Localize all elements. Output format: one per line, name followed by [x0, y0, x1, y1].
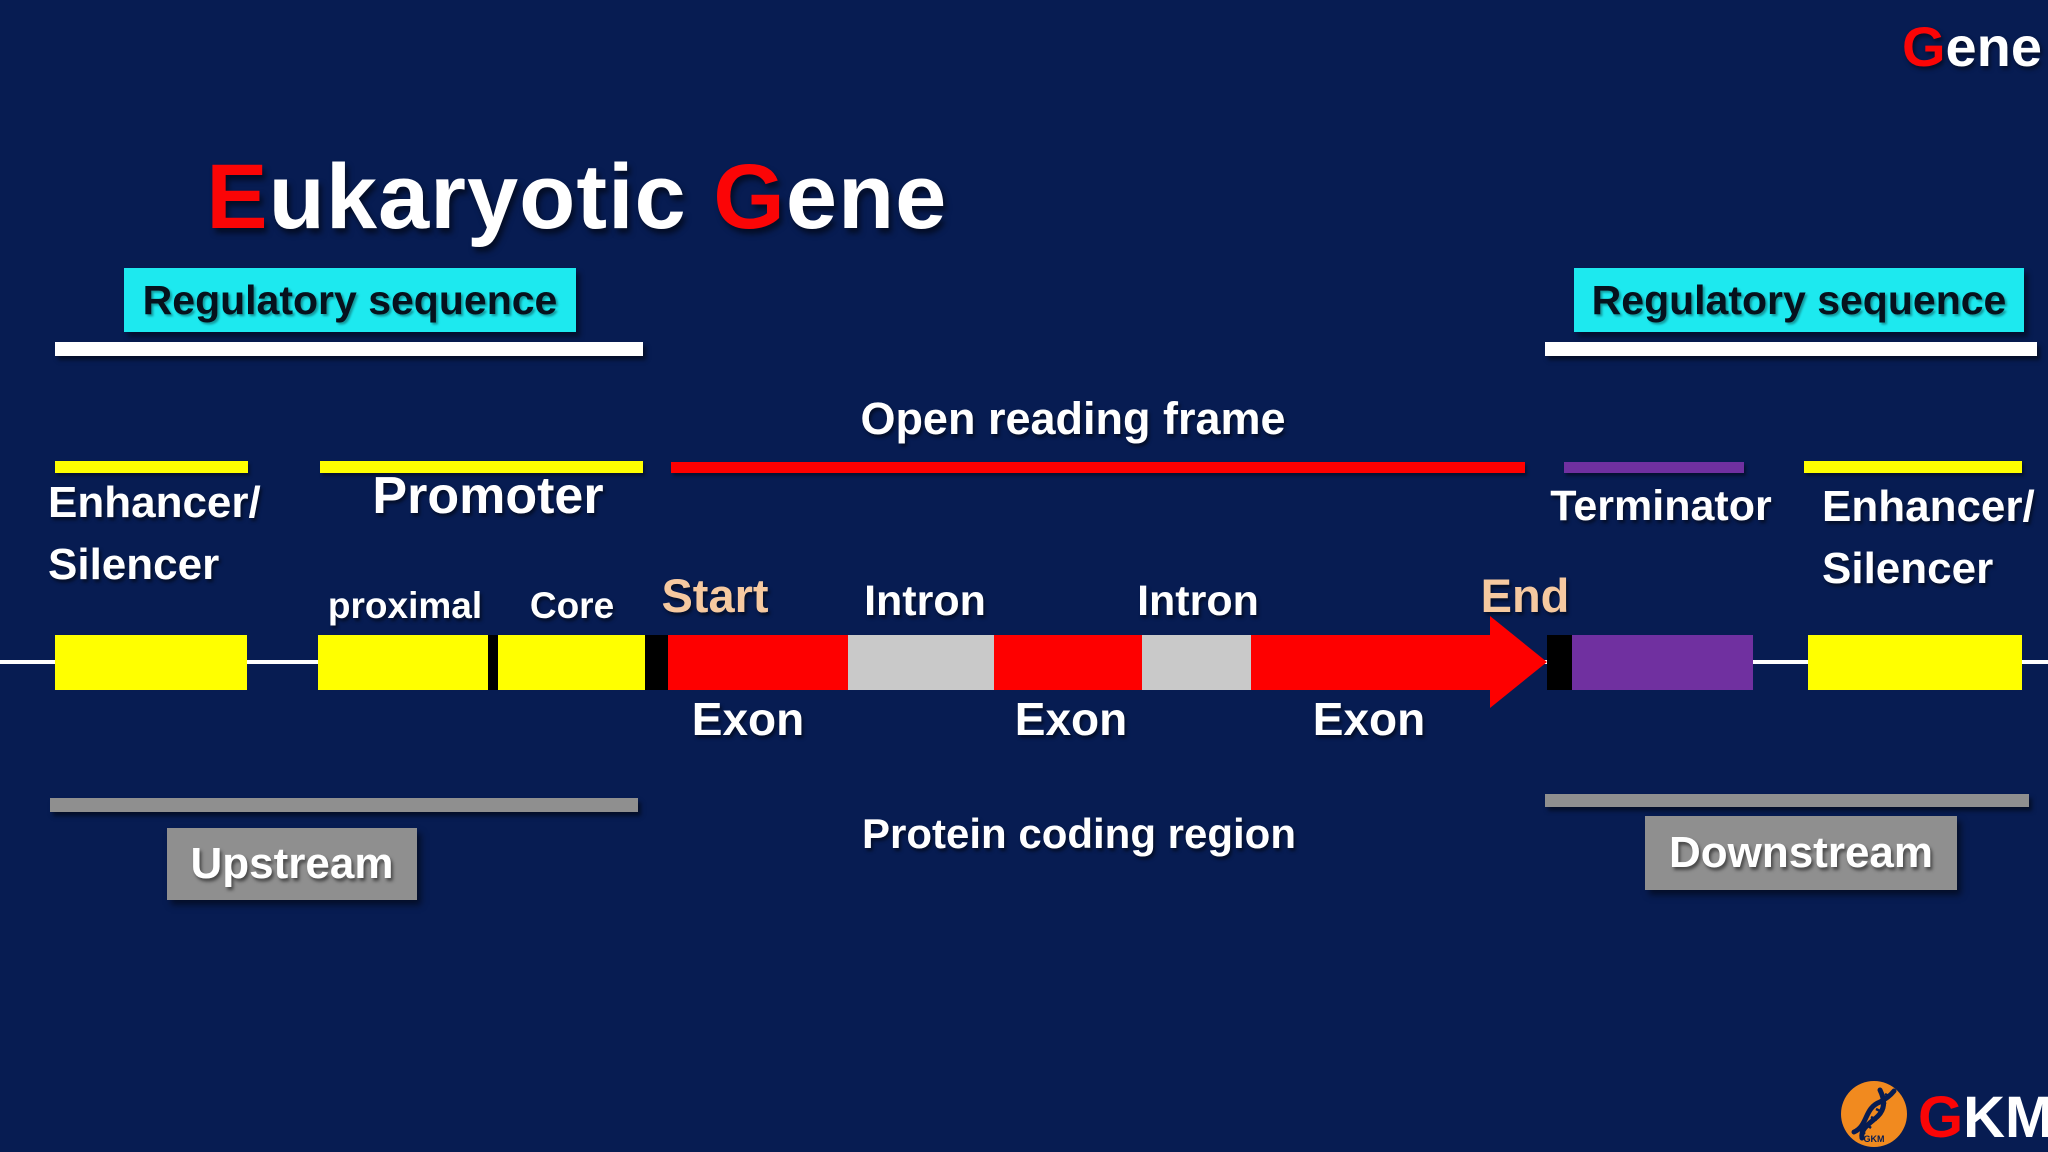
page-title: Eukaryotic Gene	[100, 40, 947, 355]
exon-2-box	[994, 635, 1142, 690]
gkm-logo-rest: KM	[1963, 1085, 2048, 1150]
terminator-overline	[1564, 462, 1744, 473]
corner-gene-accent: G	[1901, 15, 1946, 78]
upstream-underline	[50, 798, 638, 812]
enhancer-silencer-right-box	[1808, 635, 2022, 690]
regulatory-sequence-left-badge: Regulatory sequence	[124, 268, 576, 332]
regulatory-right-underline	[1545, 342, 2037, 356]
promoter-overline	[320, 461, 643, 473]
dna-logo-icon: GKM	[1841, 1081, 1907, 1147]
enhancer-silencer-right-label: Enhancer/ Silencer	[1822, 476, 2035, 601]
dna-logo-small-text: GKM	[1864, 1134, 1885, 1144]
promoter-divider	[488, 635, 498, 690]
regulatory-sequence-right-label: Regulatory sequence	[1591, 276, 2007, 323]
intron-2-box	[1142, 635, 1251, 690]
title-part2: ene	[785, 146, 948, 248]
gkm-logo: GKM GKM	[1838, 1074, 2048, 1150]
end-codon-box	[1547, 635, 1572, 690]
exon-label-2: Exon	[1014, 693, 1128, 745]
orf-line	[671, 462, 1525, 473]
core-label: Core	[529, 585, 615, 626]
promoter-label: Promoter	[372, 467, 604, 525]
exon-label-3: Exon	[1312, 693, 1426, 745]
core-promoter-box	[498, 635, 645, 690]
enhancer-left-overline	[55, 461, 248, 473]
enhancer-silencer-left-label: Enhancer/ Silencer	[48, 472, 261, 597]
regulatory-sequence-right-badge: Regulatory sequence	[1574, 268, 2024, 332]
enhancer-right-line2: Silencer	[1822, 544, 1994, 594]
start-codon-label: Start	[661, 569, 769, 622]
exon-3-box	[1251, 635, 1491, 690]
proximal-promoter-box	[318, 635, 488, 690]
terminator-box	[1572, 635, 1753, 690]
enhancer-silencer-left-box	[55, 635, 247, 690]
orf-label: Open reading frame	[860, 393, 1286, 444]
upstream-badge: Upstream	[167, 828, 417, 900]
exon-1-box	[668, 635, 848, 690]
transcription-direction-arrowhead	[1490, 616, 1547, 708]
regulatory-sequence-left-label: Regulatory sequence	[142, 276, 558, 323]
proximal-label: proximal	[327, 585, 483, 626]
intron-label-2: Intron	[1137, 577, 1259, 625]
intron-1-box	[848, 635, 994, 690]
protein-coding-region-label: Protein coding region	[861, 810, 1296, 857]
downstream-label: Downstream	[1668, 828, 1934, 877]
gkm-logo-accent: G	[1918, 1085, 1964, 1150]
enhancer-right-line1: Enhancer/	[1822, 482, 2035, 531]
enhancer-right-overline	[1804, 461, 2022, 473]
downstream-underline	[1545, 794, 2029, 807]
title-accent-e: E	[206, 146, 269, 248]
downstream-badge: Downstream	[1645, 816, 1957, 890]
enhancer-left-line1: Enhancer/	[48, 478, 261, 527]
corner-gene-rest: ene	[1945, 15, 2043, 78]
title-part1: ukaryotic	[268, 146, 714, 248]
terminator-label: Terminator	[1550, 482, 1772, 530]
gkm-logo-text: GKM	[1918, 1084, 2048, 1151]
end-codon-label: End	[1480, 569, 1570, 622]
regulatory-left-underline	[55, 342, 643, 356]
intron-label-1: Intron	[864, 577, 986, 625]
title-accent-g: G	[713, 146, 786, 248]
start-codon-box	[645, 635, 668, 690]
upstream-label: Upstream	[190, 839, 394, 888]
exon-label-1: Exon	[691, 693, 805, 745]
corner-gene-label: Gene	[1902, 14, 2042, 79]
enhancer-left-line2: Silencer	[48, 540, 220, 590]
